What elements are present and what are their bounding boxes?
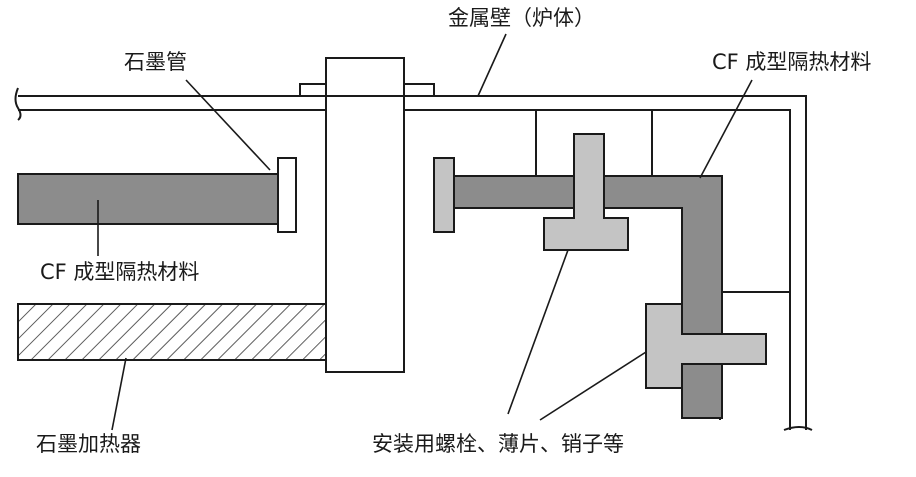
leader-fastener-1 <box>507 249 569 415</box>
wall-break-mark-bottom <box>783 426 813 431</box>
metal-wall <box>14 87 813 431</box>
fastener-left-plate <box>433 157 455 233</box>
graphite-tube-cf-bar <box>17 173 279 225</box>
fastener-right-bracket <box>645 303 767 389</box>
top-flange <box>299 57 435 96</box>
leader-metal-wall <box>477 33 507 97</box>
label-metal-wall: 金属壁（炉体） <box>448 6 595 30</box>
leader-heater <box>111 357 127 431</box>
graphite-heater <box>17 303 327 361</box>
label-graphite-heater: 石墨加热器 <box>36 432 141 456</box>
leader-fastener-2 <box>539 351 647 421</box>
label-graphite-tube: 石墨管 <box>124 50 187 74</box>
label-cf-insulation-top: CF 成型隔热材料 <box>712 50 872 74</box>
metal-wall-inner-edge-right <box>404 109 791 430</box>
label-cf-insulation-left: CF 成型隔热材料 <box>40 260 200 284</box>
center-pillar <box>325 95 405 373</box>
wall-break-mark-left <box>14 87 22 121</box>
graphite-tube-end-cap <box>277 157 297 233</box>
leader-lines <box>97 33 753 431</box>
leader-graphite-tube <box>185 79 271 171</box>
fastener-t-bracket <box>543 133 629 251</box>
leader-cf-top <box>699 79 753 179</box>
metal-wall-outer-edge <box>18 95 807 430</box>
label-fasteners: 安装用螺栓、薄片、销子等 <box>372 432 624 456</box>
